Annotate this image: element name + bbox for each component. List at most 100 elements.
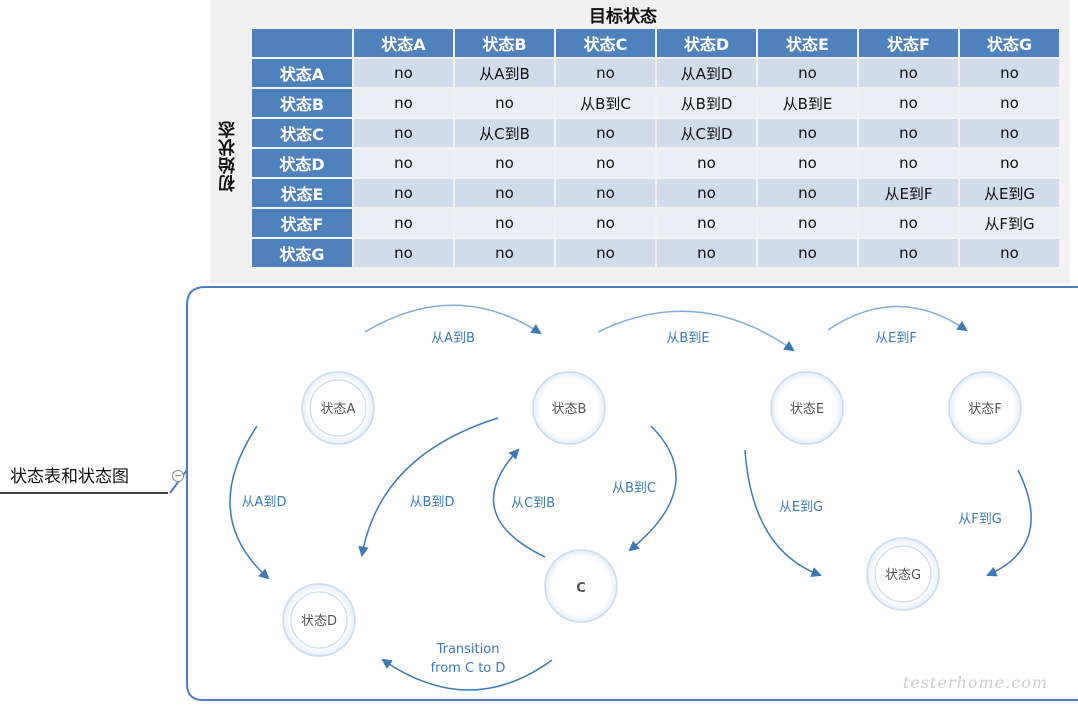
- table-cell: 从E到F: [859, 179, 958, 207]
- state-d-label: 状态D: [301, 614, 337, 629]
- state-d-node[interactable]: 状态D: [282, 583, 356, 657]
- table-cell: no: [556, 209, 655, 237]
- mindmap-node-label[interactable]: 状态表和状态图: [10, 467, 129, 487]
- table-cell: no: [859, 209, 958, 237]
- column-header: 状态D: [657, 29, 756, 57]
- arrow-e-to-f: [827, 305, 968, 332]
- state-e-node[interactable]: 状态E: [770, 371, 844, 445]
- row-header: 状态C: [252, 119, 352, 147]
- collapse-toggle-icon[interactable]: [172, 470, 184, 482]
- table-cell: 从F到G: [960, 209, 1059, 237]
- transition-label-e-g: 从E到G: [779, 500, 823, 515]
- table-cell: 从A到B: [455, 59, 554, 87]
- table-cell: 从B到D: [657, 89, 756, 117]
- state-f-node[interactable]: 状态F: [948, 371, 1022, 445]
- table-cell: no: [859, 119, 958, 147]
- arrow-f-to-g: [986, 469, 1032, 577]
- column-header: 状态G: [960, 29, 1059, 57]
- table-cell: no: [758, 59, 857, 87]
- table-cell: no: [354, 209, 453, 237]
- table-cell: no: [455, 149, 554, 177]
- state-b-node[interactable]: 状态B: [532, 371, 606, 445]
- table-cell: 从E到G: [960, 179, 1059, 207]
- state-c-node[interactable]: C: [544, 549, 618, 623]
- transition-label-b-d: 从B到D: [410, 495, 455, 510]
- table-cell: 从C到D: [657, 119, 756, 147]
- transition-label-b-c: 从B到C: [612, 481, 656, 496]
- transition-label-c-b: 从C到B: [511, 496, 555, 511]
- row-header: 状态G: [252, 239, 352, 267]
- table-cell: no: [859, 59, 958, 87]
- table-cell: no: [556, 179, 655, 207]
- table-cell: no: [556, 239, 655, 267]
- table-cell: no: [455, 179, 554, 207]
- table-cell: no: [455, 209, 554, 237]
- arrow-c-to-d: [381, 658, 553, 691]
- table-cell: no: [960, 59, 1059, 87]
- table-cell: no: [556, 149, 655, 177]
- state-b-label: 状态B: [552, 402, 587, 417]
- row-header: 状态F: [252, 209, 352, 237]
- state-g-label: 状态G: [885, 568, 921, 583]
- column-header: 状态B: [455, 29, 554, 57]
- table-cell: no: [960, 89, 1059, 117]
- table-cell: no: [455, 239, 554, 267]
- table-corner-cell: [252, 29, 352, 57]
- state-f-label: 状态F: [968, 402, 1001, 417]
- table-cell: no: [354, 149, 453, 177]
- table-cell: no: [657, 149, 756, 177]
- target-state-title: 目标状态: [589, 7, 657, 27]
- table-cell: no: [354, 119, 453, 147]
- table-cell: no: [859, 89, 958, 117]
- state-c-label: C: [576, 581, 586, 596]
- table-cell: no: [859, 149, 958, 177]
- watermark: testerhome.com: [902, 673, 1048, 692]
- table-cell: no: [556, 119, 655, 147]
- table-cell: no: [758, 179, 857, 207]
- table-cell: no: [354, 239, 453, 267]
- arrow-b-to-c: [628, 425, 677, 552]
- table-cell: no: [758, 209, 857, 237]
- table-cell: no: [960, 149, 1059, 177]
- table-cell: 从B到E: [758, 89, 857, 117]
- table-cell: no: [758, 119, 857, 147]
- table-cell: no: [455, 89, 554, 117]
- table-cell: no: [758, 239, 857, 267]
- table-cell: no: [657, 209, 756, 237]
- table-cell: no: [657, 239, 756, 267]
- table-cell: no: [354, 59, 453, 87]
- table-cell: no: [960, 239, 1059, 267]
- mindmap-node-underline: [0, 492, 168, 494]
- table-cell: no: [556, 59, 655, 87]
- transition-label-a-d: 从A到D: [242, 495, 287, 510]
- state-a-node[interactable]: 状态A: [301, 371, 375, 445]
- table-cell: no: [354, 89, 453, 117]
- state-a-label: 状态A: [321, 402, 356, 417]
- transition-label-a-b: 从A到B: [431, 331, 475, 346]
- arrow-b-to-d: [358, 417, 499, 558]
- transition-label-b-e: 从B到E: [666, 331, 709, 346]
- table-cell: no: [758, 149, 857, 177]
- table-cell: no: [859, 239, 958, 267]
- column-header: 状态F: [859, 29, 958, 57]
- column-header: 状态C: [556, 29, 655, 57]
- transition-label-c-d-line1: Transition: [436, 642, 500, 657]
- transition-label-c-d-line2: from C to D: [431, 661, 506, 676]
- table-cell: 从B到C: [556, 89, 655, 117]
- row-header: 状态D: [252, 149, 352, 177]
- arrow-e-to-g: [744, 449, 822, 578]
- state-g-node[interactable]: 状态G: [866, 537, 940, 611]
- row-header: 状态A: [252, 59, 352, 87]
- transition-label-f-g: 从F到G: [958, 512, 1002, 527]
- table-cell: 从A到D: [657, 59, 756, 87]
- table-cell: no: [657, 179, 756, 207]
- table-cell: no: [960, 119, 1059, 147]
